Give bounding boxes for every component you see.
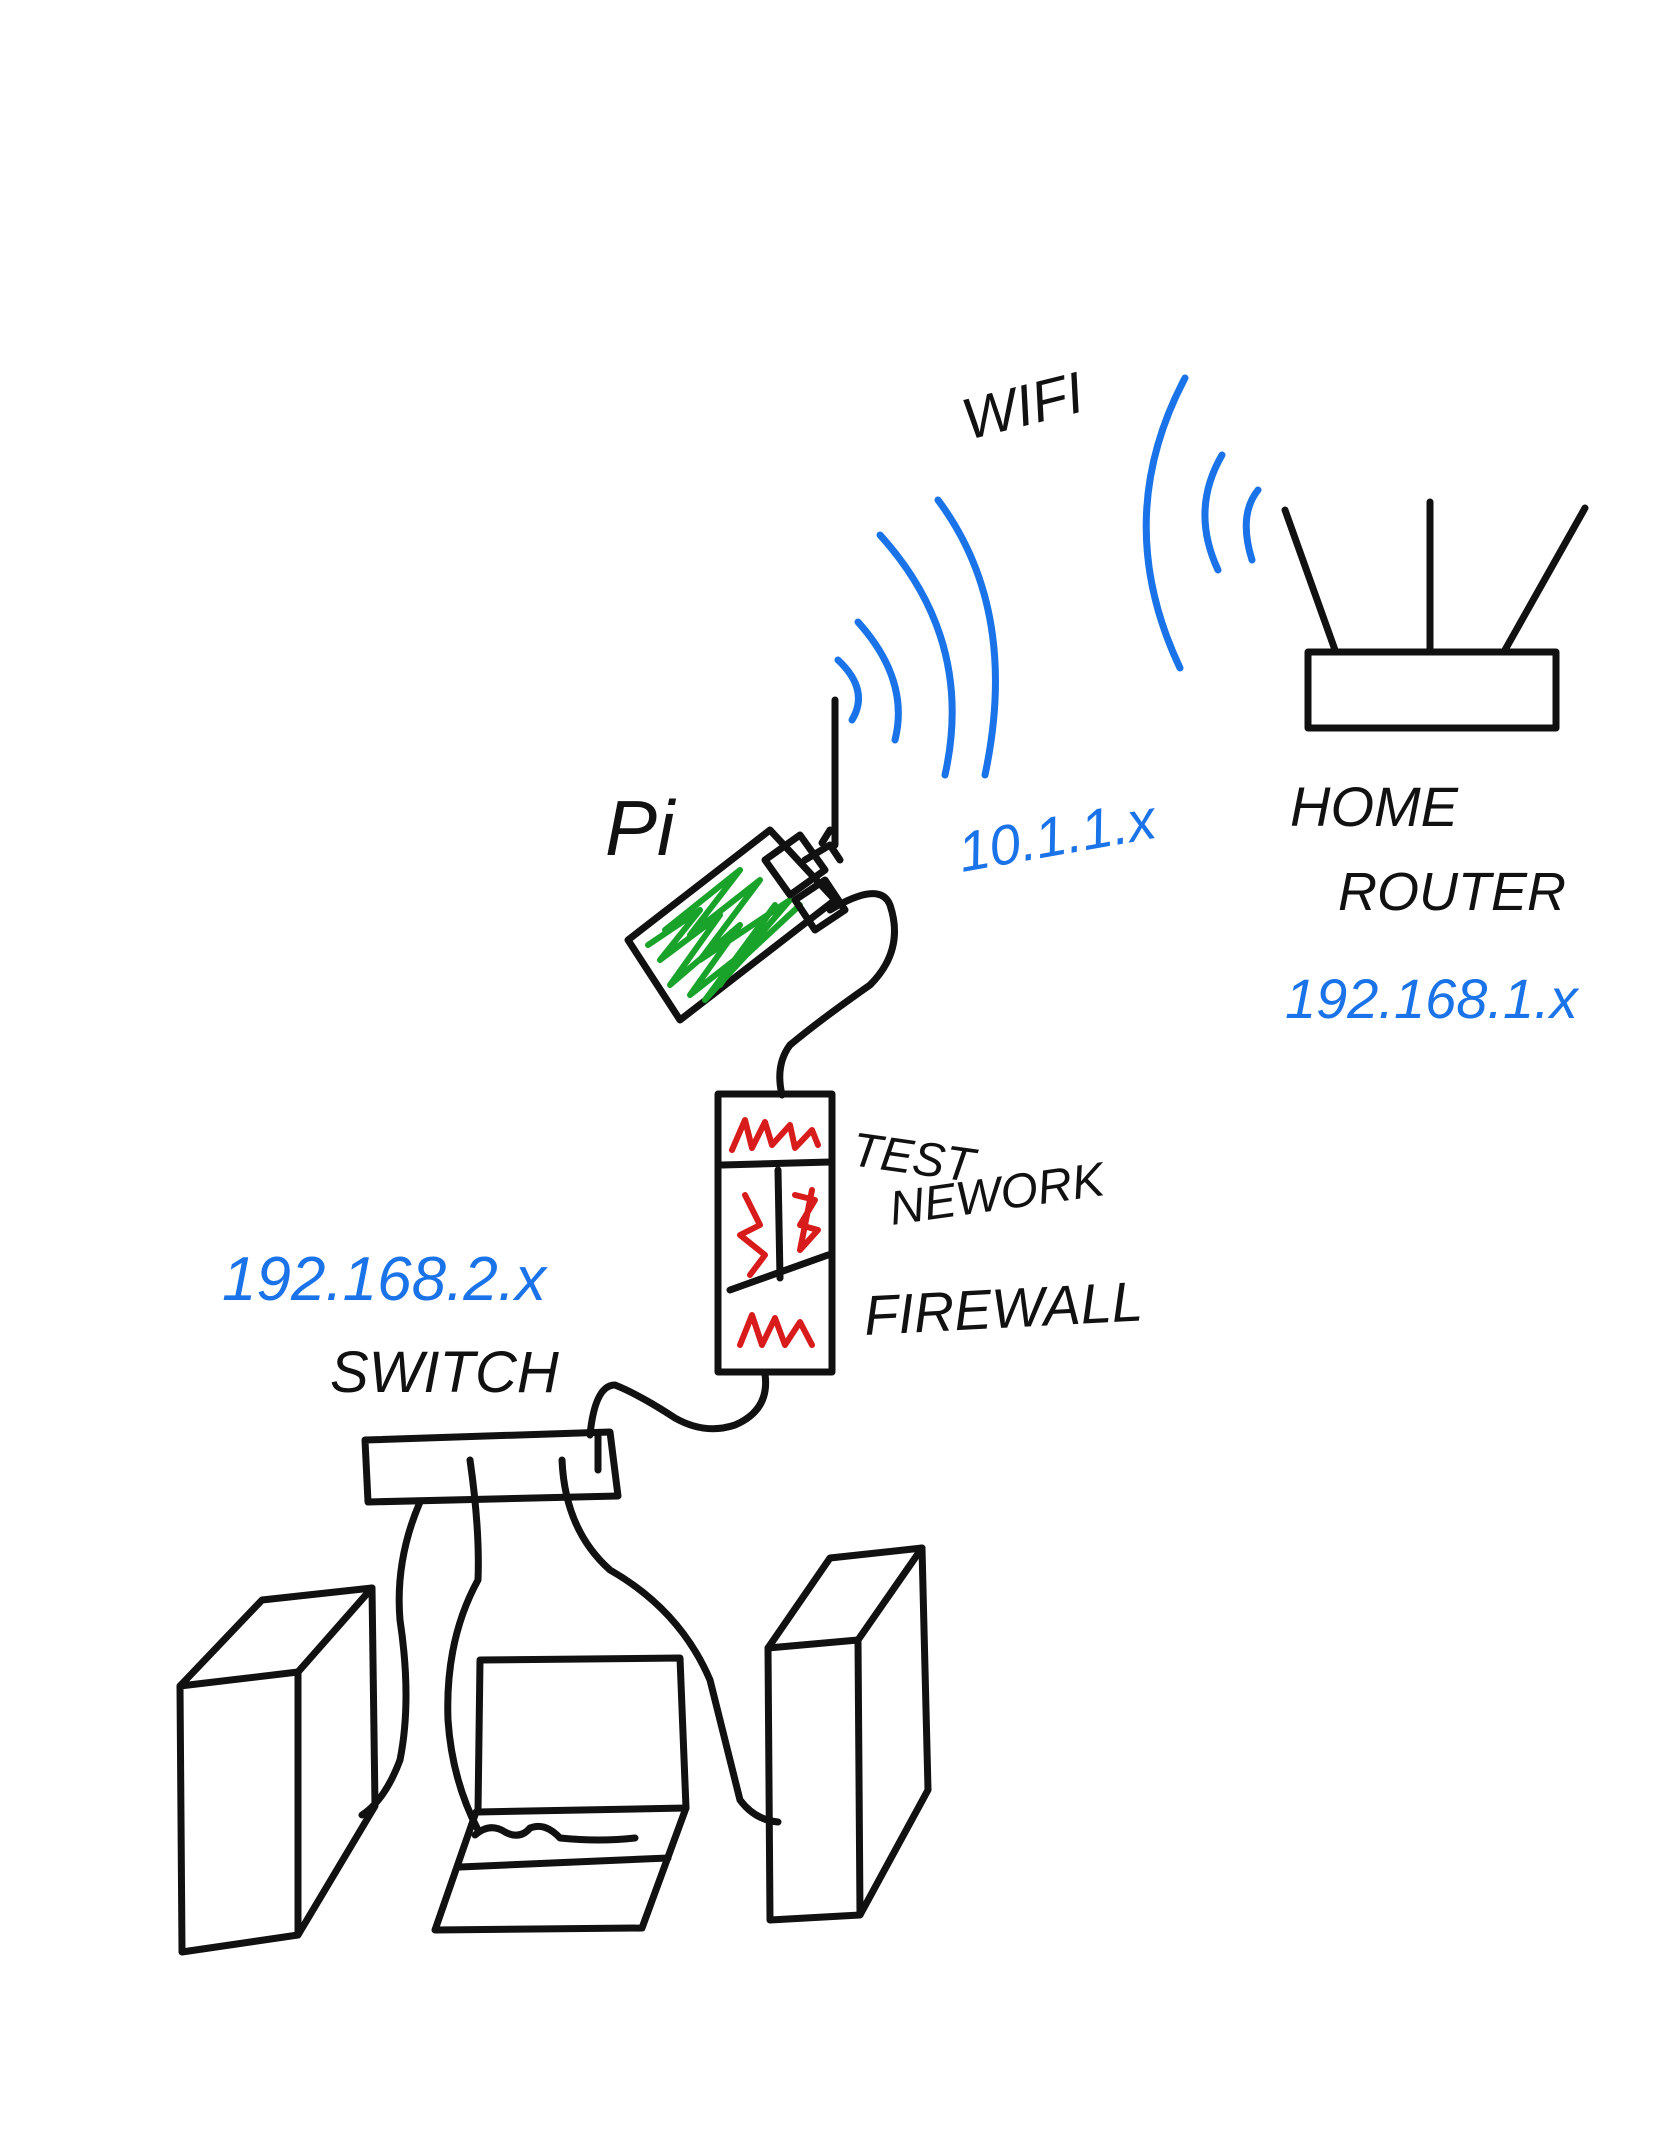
laptop-base [431,1804,690,1934]
pi-wave-1 [834,656,862,724]
router-wave-large [1142,374,1189,672]
router-body [1304,648,1560,732]
pi-board-scribble-2 [662,867,803,973]
switch-subnet-label: 192.168.2.x [222,1245,548,1314]
pi-usb-port-1 [761,831,829,899]
router-wifi-waves [1142,374,1262,672]
left-tower-top [176,1584,376,1690]
laptop-keyboard-edge [456,1854,672,1871]
laptop [431,1654,690,1934]
firewall-scribble-left [737,1192,768,1278]
firewall-scribble-bottom [737,1312,815,1348]
left-tower-side [294,1584,379,1939]
router-wave-small [1242,486,1262,564]
pi-subnet-label: 10.1.1.x [953,787,1162,884]
pi-wave-4 [934,496,999,779]
pi-wave-3 [876,531,956,779]
pi-wifi-waves [834,496,999,779]
right-tower-side [856,1544,932,1919]
switch-body [361,1428,622,1506]
test-network-firewall [714,1090,836,1376]
right-tower-computer [764,1544,932,1924]
right-tower-front [764,1636,864,1924]
laptop-screen [474,1654,690,1816]
left-tower-front [176,1668,302,1956]
cable-switch-to-right-tower [558,1456,782,1826]
pi-wave-2 [854,618,902,744]
pi-port-detail [801,841,844,864]
cable-pi-to-firewall [776,890,898,1099]
firewall-scribble-right [792,1187,821,1253]
pi-usb-port-2 [791,876,849,934]
router-subnet-label: 192.168.1.x [1285,967,1580,1030]
left-tower-computer [176,1584,379,1956]
cable-switch-to-laptop [444,1456,482,1834]
network-switch [361,1428,622,1506]
router-wave-medium [1201,451,1226,574]
router-antenna-right [1501,504,1589,654]
pi-label: Pi [605,784,677,872]
firewall-label-line3: FIREWALL [862,1269,1144,1347]
wifi-label: WIFI [955,360,1089,453]
firewall-body [714,1090,836,1376]
home-router [1281,498,1589,732]
router-label-line1: HOME [1290,775,1459,838]
right-tower-top [764,1544,926,1652]
raspberry-pi [624,696,849,1024]
pi-port-detail-2 [818,826,834,847]
router-antenna-left [1281,506,1339,654]
firewall-divider-vertical [774,1166,784,1282]
laptop-keyboard-scribble [471,1822,639,1844]
firewall-scribble-top [729,1117,821,1153]
firewall-divider-top [718,1158,834,1169]
router-label-line2: ROUTER [1338,862,1566,922]
cable-firewall-to-switch [586,1370,770,1439]
switch-label: SWITCH [330,1340,559,1405]
cable-switch-to-left-tower [358,1498,424,1819]
